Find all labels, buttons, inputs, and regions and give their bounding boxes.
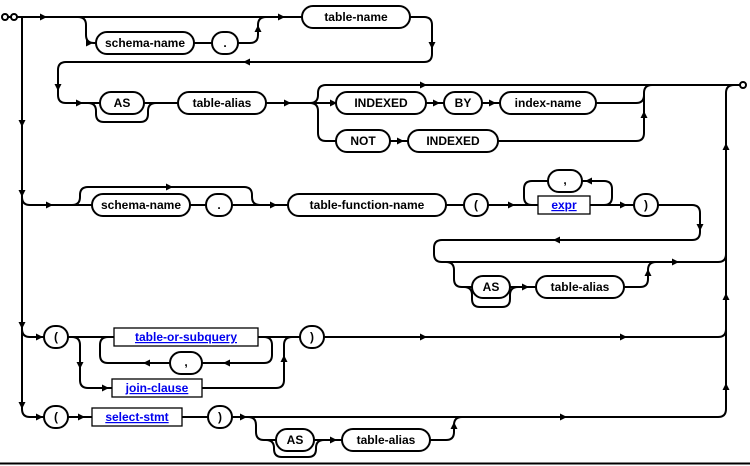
svg-text:INDEXED: INDEXED	[354, 96, 408, 110]
svg-text:(: (	[54, 330, 58, 344]
terminal-as-2: AS	[471, 275, 511, 299]
svg-text:table-function-name: table-function-name	[310, 198, 425, 212]
end-marker	[739, 81, 747, 89]
nonterminal-join-clause-link[interactable]: join-clause	[111, 378, 203, 398]
svg-text:table-name: table-name	[324, 10, 388, 24]
terminal-by: BY	[443, 91, 483, 115]
terminal-comma-1: ,	[547, 169, 583, 193]
svg-text:table-alias: table-alias	[551, 280, 610, 294]
terminal-comma-2: ,	[169, 351, 203, 375]
terminal-schema-name-1: schema-name	[95, 31, 195, 55]
svg-text:,: ,	[184, 355, 187, 369]
terminal-as-3: AS	[275, 428, 315, 452]
terminal-index-name: index-name	[499, 91, 597, 115]
svg-text:): )	[310, 330, 314, 344]
terminal-rparen-2: )	[299, 325, 325, 349]
svg-text:,: ,	[563, 173, 566, 187]
svg-text:): )	[644, 198, 648, 212]
svg-text:AS: AS	[287, 433, 304, 447]
start-marker	[1, 13, 18, 21]
terminal-lparen-2: (	[43, 325, 69, 349]
svg-text:select-stmt: select-stmt	[105, 410, 168, 424]
terminal-rparen-1: )	[633, 193, 659, 217]
nonterminal-select-stmt-link[interactable]: select-stmt	[91, 407, 183, 427]
svg-text:index-name: index-name	[515, 96, 582, 110]
svg-text:): )	[218, 410, 222, 424]
terminal-rparen-3: )	[207, 405, 233, 429]
terminal-table-alias-3: table-alias	[341, 428, 431, 452]
terminal-not: NOT	[335, 129, 391, 153]
svg-text:BY: BY	[455, 96, 472, 110]
terminal-lparen-1: (	[463, 193, 489, 217]
svg-text:table-or-subquery: table-or-subquery	[135, 330, 237, 344]
terminal-indexed-2: INDEXED	[407, 129, 499, 153]
terminal-table-alias-2: table-alias	[535, 275, 625, 299]
nonterminal-expr-link[interactable]: expr	[537, 195, 591, 215]
terminal-as-1: AS	[99, 91, 145, 115]
svg-text:join-clause: join-clause	[125, 381, 189, 395]
svg-text:(: (	[54, 410, 58, 424]
svg-text:NOT: NOT	[350, 134, 376, 148]
terminal-schema-name-2: schema-name	[91, 193, 191, 217]
terminal-dot-1: .	[211, 31, 239, 55]
svg-text:AS: AS	[483, 280, 500, 294]
terminal-table-function-name: table-function-name	[287, 193, 447, 217]
svg-text:schema-name: schema-name	[105, 36, 185, 50]
nonterminal-table-or-subquery-link[interactable]: table-or-subquery	[113, 327, 259, 347]
svg-text:.: .	[223, 36, 226, 50]
svg-text:INDEXED: INDEXED	[426, 134, 480, 148]
svg-text:table-alias: table-alias	[357, 433, 416, 447]
terminal-indexed-1: INDEXED	[335, 91, 427, 115]
svg-text:schema-name: schema-name	[101, 198, 181, 212]
svg-text:AS: AS	[114, 96, 131, 110]
terminal-lparen-3: (	[43, 405, 69, 429]
svg-text:expr: expr	[551, 198, 577, 212]
svg-text:table-alias: table-alias	[193, 96, 252, 110]
terminal-dot-2: .	[205, 193, 233, 217]
terminal-table-name: table-name	[301, 5, 411, 29]
terminal-table-alias-1: table-alias	[177, 91, 267, 115]
svg-text:.: .	[217, 198, 220, 212]
svg-text:(: (	[474, 198, 478, 212]
